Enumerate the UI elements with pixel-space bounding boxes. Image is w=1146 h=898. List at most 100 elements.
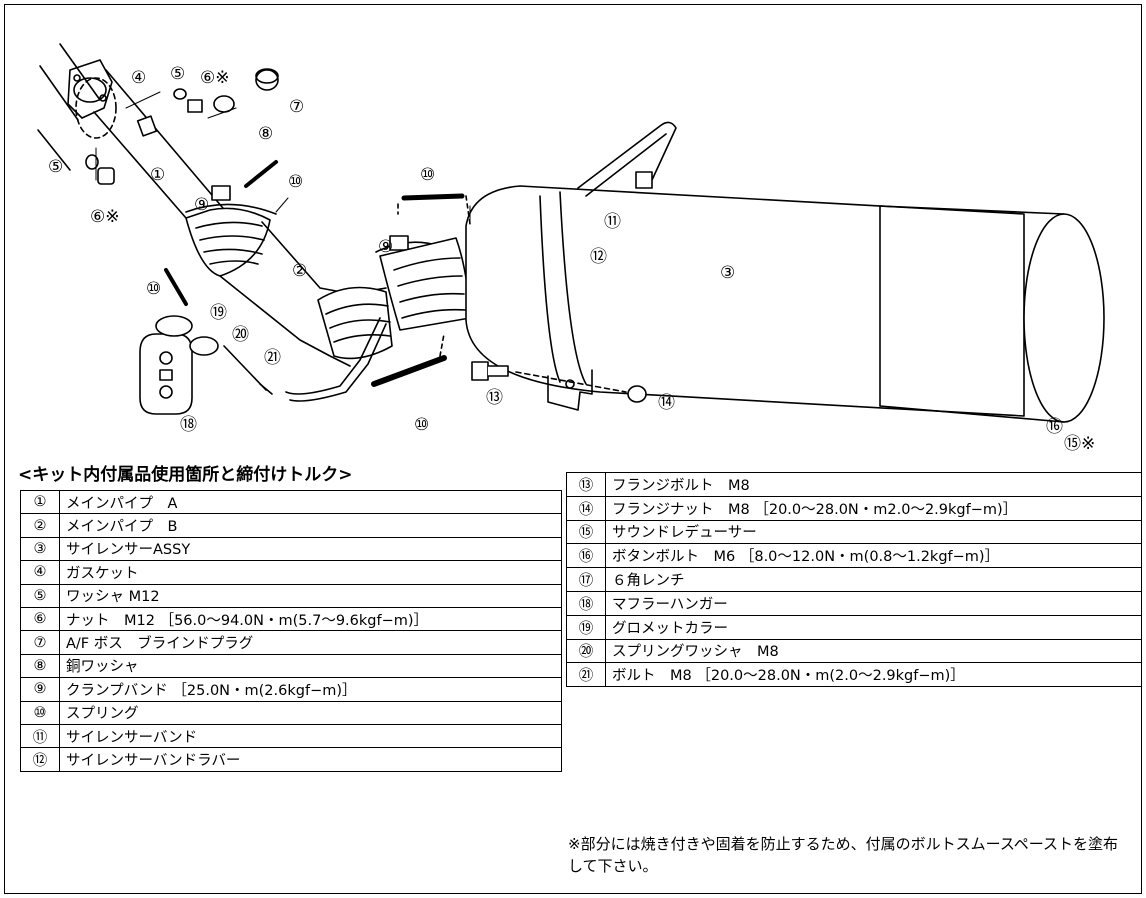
callout-16: ⑯ <box>1046 417 1063 437</box>
callout-3: ③ <box>720 263 735 283</box>
flex-joint-rear <box>379 237 471 331</box>
tailpipe-end <box>1023 213 1105 423</box>
part-number: ④ <box>20 560 60 585</box>
springs <box>164 160 471 387</box>
callout-8: ⑧ <box>258 124 273 144</box>
callout-6-top: ⑥※ <box>200 68 229 88</box>
silencer-band-bracket <box>547 369 593 411</box>
tailpipe <box>879 205 1065 423</box>
exploded-parts-diagram: ④ ⑤ ⑥※ ⑦ ⑧ ⑤ ① ⑥※ ⑨ ⑩ ⑩ ⑨ ② ⑩ ⑪ ⑫ ③ ⑲ ⑳ … <box>37 43 1105 454</box>
part-name: 銅ワッシャ <box>59 653 562 679</box>
part-name: フランジナット M8 ［20.0～28.0N・m2.0～2.9kgf−m)］ <box>605 495 1142 521</box>
part-number: ⑭ <box>566 495 606 521</box>
part-number: ① <box>20 489 60 515</box>
main-pipe-a <box>93 69 229 219</box>
part-name: ナット M12 ［56.0～94.0N・m(5.7～9.6kgf−m)］ <box>59 606 562 632</box>
upstream-pipe-stubs <box>37 43 101 171</box>
callout-12: ⑫ <box>590 247 607 267</box>
part-name: メインパイプ A <box>59 489 562 515</box>
part-number: ③ <box>20 536 60 562</box>
part-name: クランプバンド ［25.0N・m(2.6kgf−m)］ <box>59 677 562 702</box>
callout-11: ⑪ <box>604 212 621 232</box>
callout-20: ⑳ <box>232 325 249 345</box>
part-name: グロメットカラー <box>605 614 1142 640</box>
part-number: ⑱ <box>566 590 606 616</box>
flange-bolt-nut <box>471 361 647 403</box>
part-number: ⑯ <box>566 543 606 569</box>
callout-18: ⑱ <box>180 415 197 435</box>
silencer-body <box>465 185 1025 417</box>
part-number: ⑦ <box>20 630 60 655</box>
gasket-outline <box>75 77 117 139</box>
callout-10-bottom: ⑩ <box>414 415 429 435</box>
section-title: <キット内付属品使用箇所と締付けトルク> <box>18 465 353 485</box>
part-number: ⑫ <box>20 747 60 772</box>
part-name: メインパイプ B <box>59 513 562 538</box>
rubber-hanger-parts <box>139 315 273 415</box>
callout-4: ④ <box>131 68 146 88</box>
callout-5-top: ⑤ <box>170 64 185 84</box>
small-parts-top <box>85 68 279 185</box>
part-name: ワッシャ M12 <box>59 583 562 608</box>
main-pipe-b <box>219 221 393 367</box>
part-number: ⑨ <box>20 677 60 702</box>
callout-15: ⑮※ <box>1064 434 1095 454</box>
part-number: ⑧ <box>20 653 60 679</box>
part-name: スプリングワッシャ M8 <box>605 638 1142 664</box>
callout-14: ⑭ <box>658 393 675 413</box>
flange <box>67 59 113 119</box>
part-name: フランジボルト M8 <box>605 472 1142 497</box>
flex-joint-front <box>185 207 271 277</box>
part-name: サイレンサーバンド <box>59 723 562 749</box>
part-number: ⑲ <box>566 614 606 640</box>
part-name: サイレンサーバンドラバー <box>59 747 562 772</box>
part-number: ⑤ <box>20 583 60 608</box>
silencer-hanger-bracket <box>577 121 677 197</box>
part-number: ⑥ <box>20 606 60 632</box>
part-name: ボルト M8 ［20.0～28.0N・m(2.0～2.9kgf−m)］ <box>605 662 1142 688</box>
part-name: マフラーハンガー <box>605 590 1142 616</box>
part-name: ガスケット <box>59 560 562 585</box>
part-name: サウンドレデューサー <box>605 519 1142 545</box>
part-name: サイレンサーASSY <box>59 536 562 562</box>
page-frame <box>4 4 1142 894</box>
part-number: ⑮ <box>566 519 606 545</box>
callout-13: ⑬ <box>486 388 503 408</box>
callout-7: ⑦ <box>289 97 304 117</box>
callout-5-left: ⑤ <box>48 157 63 177</box>
callout-19: ⑲ <box>210 303 227 323</box>
callout-21: ㉑ <box>264 348 281 368</box>
part-name: A/F ボス ブラインドプラグ <box>59 630 562 655</box>
callout-2: ② <box>292 261 307 281</box>
part-number: ⑰ <box>566 567 606 592</box>
leader-lines <box>95 91 471 225</box>
part-number: ⑪ <box>20 723 60 749</box>
part-name: ボタンボルト M6 ［8.0～12.0N・m(0.8～1.2kgf−m)］ <box>605 543 1142 569</box>
callout-10-silencer: ⑩ <box>420 165 435 185</box>
part-number: ㉑ <box>566 662 606 688</box>
note-text: ※部分には焼き付きや固着を防止するため、付属のボルトスムースペーストを塗布して下… <box>568 835 1119 875</box>
part-name: スプリング <box>59 700 562 725</box>
part-number: ② <box>20 513 60 538</box>
callout-10-top: ⑩ <box>288 172 303 192</box>
hanger-rod <box>285 317 387 402</box>
